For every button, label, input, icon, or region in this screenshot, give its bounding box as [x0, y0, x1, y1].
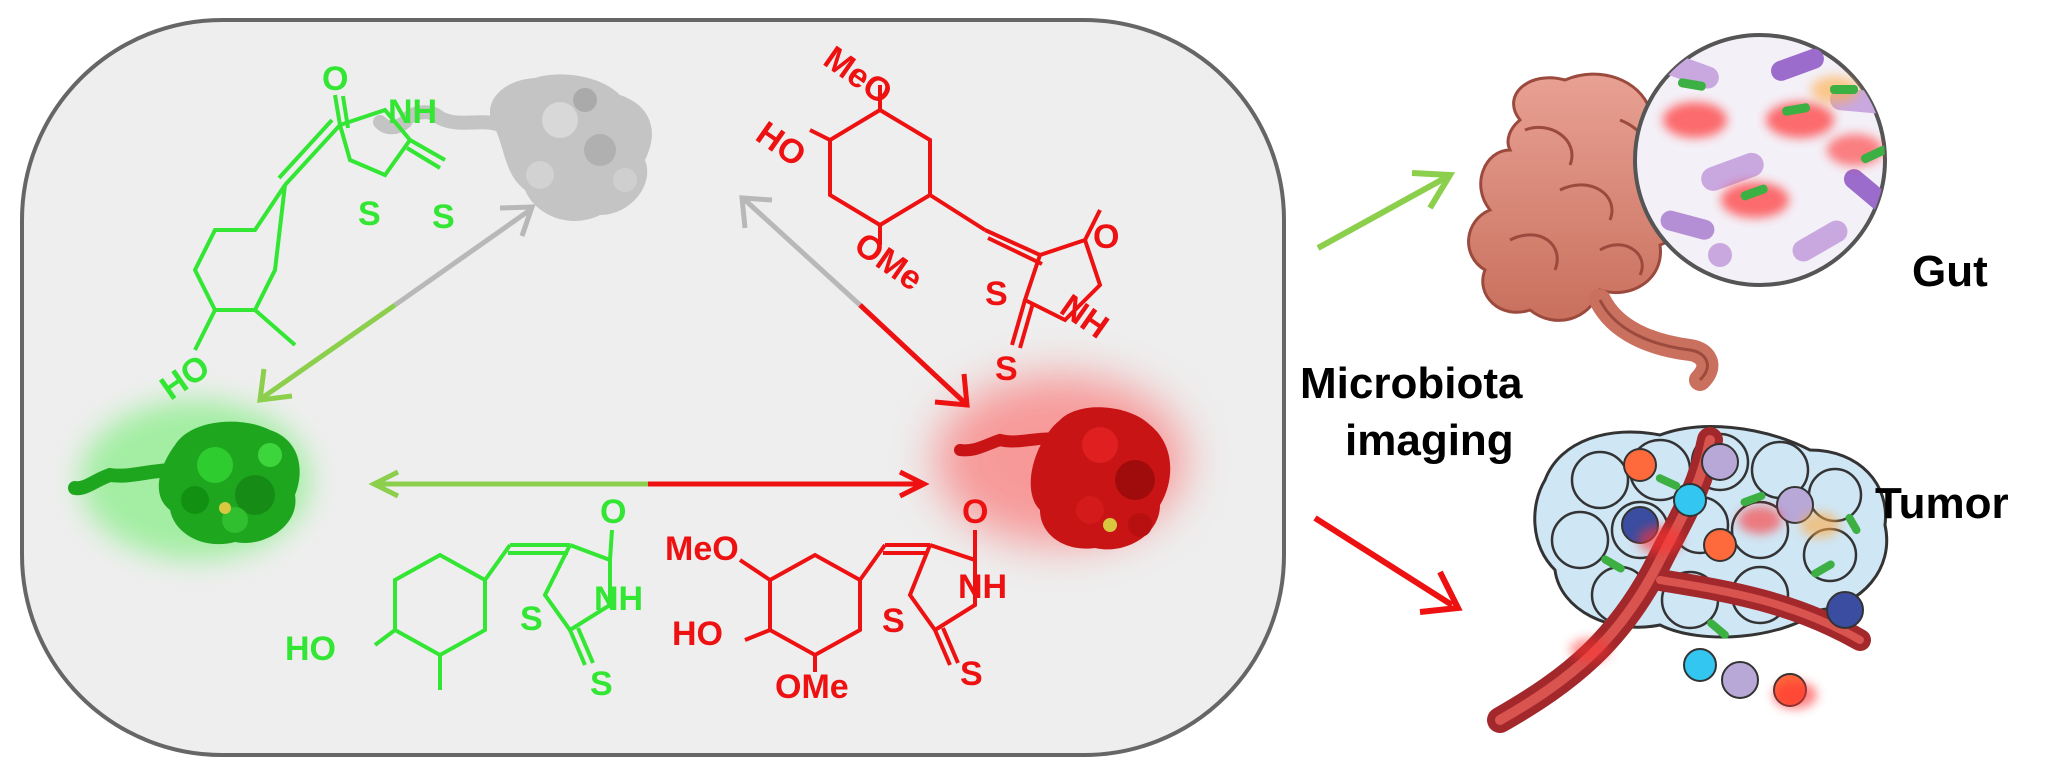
- arrow-to-tumor: [1313, 515, 1454, 608]
- red-bottom-nh: NH: [958, 568, 1007, 606]
- arrow-head-right: [898, 469, 930, 499]
- arrow-gray-segment-left: [393, 207, 532, 308]
- gut-label: Gut: [1912, 247, 1988, 296]
- red-molecule-top: [809, 85, 1103, 349]
- arrow-head-to-gray-left: [499, 204, 536, 237]
- arrow-to-gut: [1316, 175, 1447, 251]
- green-bottom-s-ring: S: [520, 600, 543, 638]
- red-molecule-bottom: [738, 530, 977, 672]
- green-bottom-ho: HO: [285, 630, 336, 668]
- red-top-s-ring: S: [985, 275, 1008, 313]
- red-bottom-ome: OMe: [775, 668, 849, 706]
- green-top-o: O: [322, 60, 348, 98]
- tumor-illustration: [1487, 425, 1889, 733]
- green-top-nh: NH: [388, 93, 437, 131]
- red-bottom-ho: HO: [672, 615, 723, 653]
- green-bottom-nh: NH: [594, 580, 643, 618]
- arrow-head-left: [368, 469, 400, 499]
- green-protein: [68, 400, 310, 560]
- arrow-to-gut-head: [1411, 170, 1456, 210]
- red-top-o: O: [1093, 218, 1119, 256]
- arrow-green-segment-left: [260, 302, 397, 401]
- arrow-red-segment-right: [858, 303, 967, 405]
- arrow-head-to-green: [257, 368, 293, 403]
- arrow-to-tumor-head: [1419, 570, 1463, 615]
- green-bottom-s-thione: S: [590, 665, 613, 703]
- arrow-head-to-red: [934, 373, 970, 408]
- microbiota-label: Microbiota: [1300, 359, 1523, 408]
- red-top-s-thione: S: [995, 350, 1018, 388]
- red-bottom-s-thione: S: [960, 655, 983, 693]
- green-bottom-o: O: [600, 493, 626, 531]
- imaging-label: imaging: [1345, 416, 1514, 465]
- green-molecule-top: [192, 94, 446, 351]
- tumor-label: Tumor: [1875, 479, 2009, 528]
- arrow-gray-segment-right: [743, 198, 862, 307]
- red-protein: [935, 375, 1185, 550]
- red-bottom-o: O: [962, 493, 988, 531]
- gut-illustration: [1467, 72, 1719, 391]
- green-top-s-thione: S: [432, 198, 455, 236]
- red-bottom-s-ring: S: [882, 602, 905, 640]
- red-bottom-meo: MeO: [665, 530, 739, 568]
- gray-protein: [373, 74, 652, 221]
- green-top-s-ring: S: [358, 195, 381, 233]
- arrow-head-to-gray-right: [739, 195, 773, 229]
- green-molecule-bottom: [373, 529, 614, 690]
- gut-zoom-bubble: [1633, 33, 1887, 287]
- reaction-panel: [20, 18, 1286, 757]
